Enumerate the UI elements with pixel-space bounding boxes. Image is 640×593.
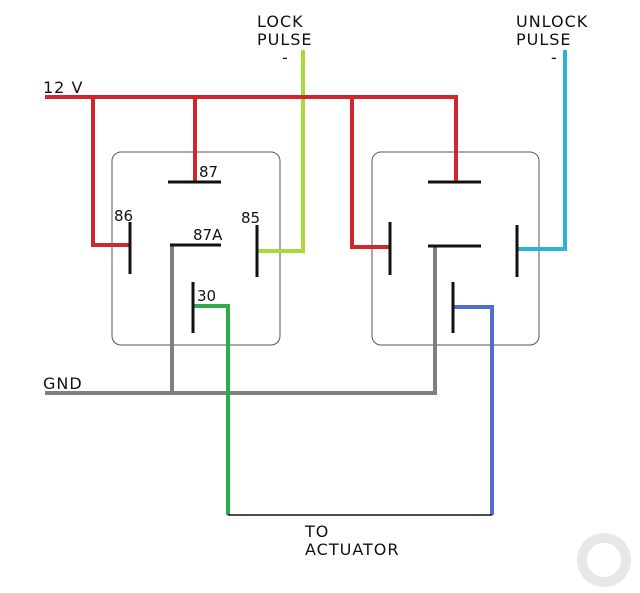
pin-label-87a: 87A <box>193 226 223 244</box>
pin-label-85: 85 <box>241 209 260 227</box>
ground-label: GND <box>43 374 83 393</box>
actuator-label-1: TO <box>304 522 329 541</box>
wire-lock-pulse <box>257 50 305 253</box>
unlock-polarity: - <box>551 48 558 67</box>
wire-12v-right-86 <box>350 97 390 249</box>
lock-pulse-label-1: LOCK <box>257 12 304 31</box>
wire-left-30-output <box>193 304 230 515</box>
unlock-pulse-label-2: PULSE <box>516 30 572 49</box>
unlock-pulse-label-1: UNLOCK <box>516 12 588 31</box>
wire-12v-bus <box>45 95 458 182</box>
wire-unlock-pulse <box>517 50 567 251</box>
pin-label-87: 87 <box>199 163 218 181</box>
actuator-label-2: ACTUATOR <box>305 540 400 559</box>
watermark-logo <box>577 533 631 587</box>
lock-polarity: - <box>282 48 289 67</box>
wire-gnd <box>45 246 437 395</box>
wire-12v-left-86 <box>91 97 130 247</box>
pin-label-30: 30 <box>197 287 216 305</box>
lock-pulse-label-2: PULSE <box>257 30 313 49</box>
pin-label-86: 86 <box>114 207 133 225</box>
supply-label: 12 V <box>43 78 83 97</box>
wire-right-30-output <box>453 305 494 515</box>
